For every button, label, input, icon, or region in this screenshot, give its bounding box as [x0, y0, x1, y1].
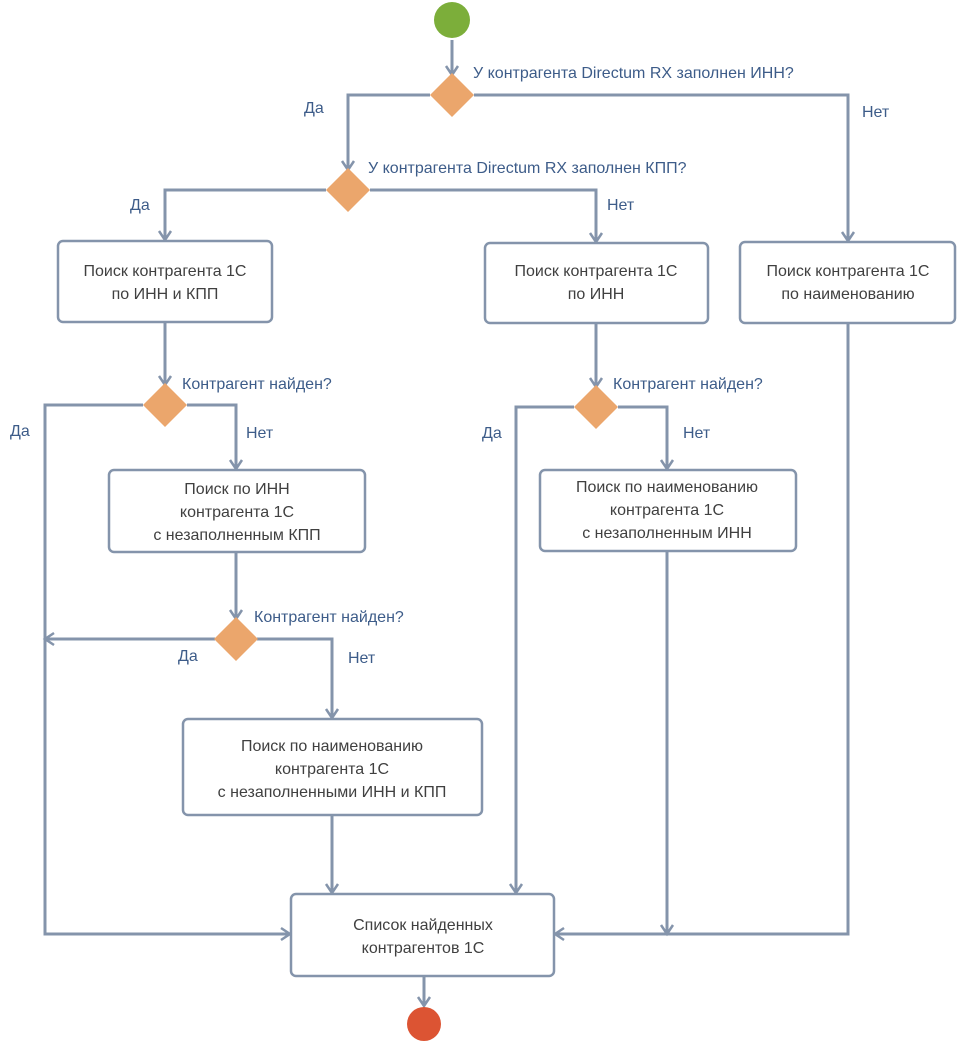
edge-d5-no: [618, 405, 669, 469]
box-b6-line-1: Поиск по наименованию: [241, 738, 423, 755]
box-b4-line-2: контрагента 1С: [180, 504, 294, 521]
box-b7: Список найденных контрагентов 1С: [289, 892, 556, 978]
box-b4-line-3: с незаполненным КПП: [153, 527, 320, 544]
box-b3: Поиск контрагента 1С по наименованию: [738, 240, 957, 325]
box-b1: Поиск контрагента 1С по ИНН и КПП: [56, 239, 274, 324]
box-b3-line-2: по наименованию: [781, 286, 914, 303]
decision-d5-label: Контрагент найден?: [613, 376, 763, 393]
edge-d2-no: [370, 188, 598, 242]
box-b3-line-1: Поиск контрагента 1С: [767, 263, 930, 280]
edge-d3-no: [187, 403, 238, 469]
box-b2-line-1: Поиск контрагента 1С: [515, 263, 678, 280]
decision-d5-diamond: [574, 385, 618, 429]
box-b6-line-2: контрагента 1С: [275, 761, 389, 778]
box-b5: Поиск по наименованию контрагента 1С с н…: [538, 468, 798, 553]
d4-yes-label: Да: [178, 648, 198, 665]
d4-no-label: Нет: [348, 650, 376, 667]
box-b1-line-2: по ИНН и КПП: [112, 286, 219, 303]
edge-b3-to-b7: [555, 323, 850, 936]
box-b2: Поиск контрагента 1С по ИНН: [483, 241, 710, 325]
box-b5-line-1: Поиск по наименованию: [576, 479, 758, 496]
box-b5-line-3: с незаполненным ИНН: [582, 525, 752, 542]
edge-d1-no: [474, 93, 850, 241]
edge-d1-yes: [346, 93, 430, 170]
box-b1-line-1: Поиск контрагента 1С: [84, 263, 247, 280]
decision-d2-label: У контрагента Directum RX заполнен КПП?: [368, 160, 687, 177]
d5-yes-label: Да: [482, 425, 502, 442]
decision-d1-label: У контрагента Directum RX заполнен ИНН?: [473, 65, 794, 82]
d2-no-label: Нет: [607, 197, 635, 214]
start-node: [434, 2, 470, 38]
d1-yes-label: Да: [304, 100, 324, 117]
box-b2-line-2: по ИНН: [568, 286, 625, 303]
edge-d2-yes: [163, 188, 326, 240]
box-b4: Поиск по ИНН контрагента 1С с незаполнен…: [107, 468, 367, 554]
arrowhead: [42, 631, 55, 647]
edge-d3-yes: [43, 403, 290, 936]
d5-no-label: Нет: [683, 425, 711, 442]
decision-d4-diamond: [214, 617, 258, 661]
box-b6-line-3: с незаполненными ИНН и КПП: [218, 784, 447, 801]
edge-d4-no: [257, 637, 334, 718]
decision-d3-diamond: [143, 383, 187, 427]
decision-d2-diamond: [326, 168, 370, 212]
d3-no-label: Нет: [246, 425, 274, 442]
decision-d3-label: Контрагент найден?: [182, 376, 332, 393]
d3-yes-label: Да: [10, 423, 30, 440]
box-b7-line-2: контрагентов 1С: [362, 940, 485, 957]
end-node: [407, 1007, 441, 1041]
d1-no-label: Нет: [862, 104, 890, 121]
box-b6: Поиск по наименованию контрагента 1С с н…: [181, 717, 484, 817]
connectors: [42, 40, 856, 1009]
decision-d1-diamond: [430, 73, 474, 117]
decision-d4-label: Контрагент найден?: [254, 609, 404, 626]
box-b7-line-1: Список найденных: [353, 917, 493, 934]
d2-yes-label: Да: [130, 197, 150, 214]
box-b5-line-2: контрагента 1С: [610, 502, 724, 519]
edge-d5-yes: [514, 405, 574, 893]
box-b4-line-1: Поиск по ИНН: [184, 481, 289, 498]
arrowhead: [416, 996, 432, 1009]
